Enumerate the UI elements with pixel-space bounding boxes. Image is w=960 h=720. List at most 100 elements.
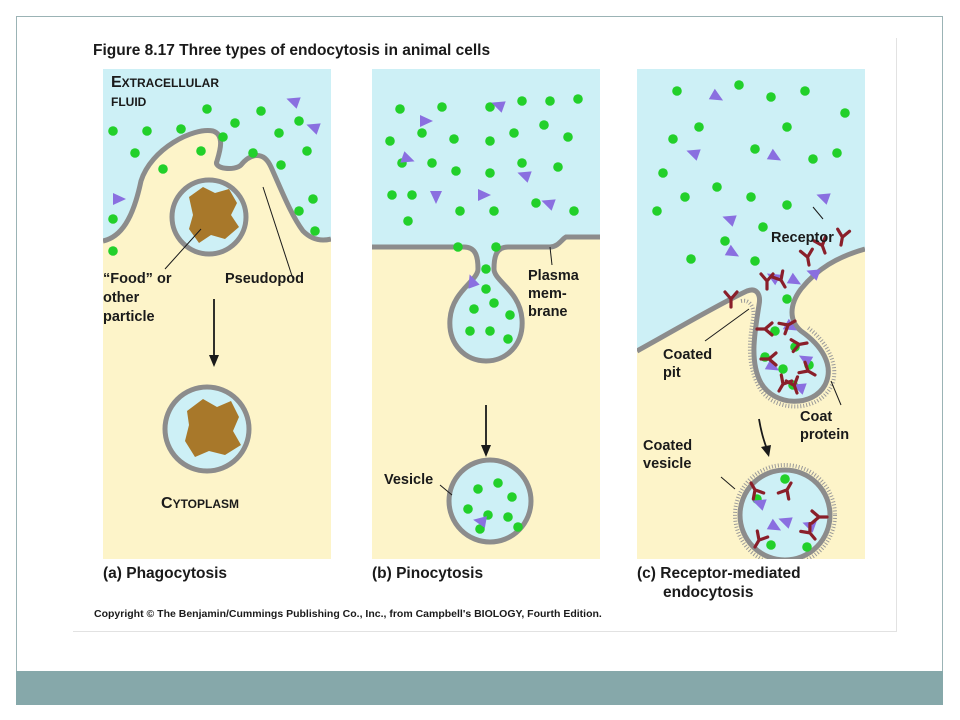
label-coat-protein-line2: protein [800, 427, 850, 443]
solute-particle [387, 190, 397, 200]
solute-particle [176, 124, 186, 134]
receptor-protein [755, 321, 774, 337]
label-food-particle-line2: other [103, 290, 140, 306]
solute-particle [437, 102, 447, 112]
solute-particle [503, 334, 513, 344]
plasma-membrane-a [103, 128, 331, 244]
solute-particle [680, 192, 690, 202]
solute-particle [668, 134, 678, 144]
ligand-molecule [491, 101, 506, 113]
solute-particle [417, 128, 427, 138]
solute-particle [782, 200, 792, 210]
ligand-molecule [478, 189, 491, 201]
label-extracellular-fluid-line2: FLUID [111, 95, 147, 109]
solute-particle [507, 492, 517, 502]
label-plasma-membrane-line2: mem- [528, 286, 567, 302]
receptor-protein [799, 522, 817, 541]
solute-particle [196, 146, 206, 156]
solute-particle [808, 154, 818, 164]
solute-particle [766, 540, 776, 550]
label-plasma-membrane-line3: brane [528, 304, 568, 320]
solute-particle [503, 512, 513, 522]
solute-particle [489, 206, 499, 216]
receptor-protein [789, 338, 809, 354]
label-coated-vesicle-line1: Coated [643, 438, 693, 454]
ligand-molecule [806, 269, 821, 281]
ligand-molecule [764, 358, 780, 371]
solute-particle [294, 116, 304, 126]
arrow-a-head [209, 355, 219, 367]
solute-particle [505, 310, 515, 320]
solute-particle [658, 168, 668, 178]
solute-particle [407, 190, 417, 200]
ligand-molecule [286, 97, 301, 109]
solute-particle [493, 478, 503, 488]
solute-particle [108, 126, 118, 136]
solute-particle [274, 128, 284, 138]
coat-protein-leader-line [830, 380, 842, 406]
solute-particle [553, 162, 563, 172]
solute-particle [545, 96, 555, 106]
ligand-molecule [686, 149, 701, 161]
coat-protein-layer [740, 298, 837, 409]
solute-particle [672, 86, 682, 96]
solute-particle [782, 294, 792, 304]
cytoplasm-area [103, 130, 331, 559]
plasma-membrane-b [372, 234, 600, 364]
receptor-protein [797, 360, 817, 377]
solute-particle [463, 504, 473, 514]
solute-particle [469, 304, 479, 314]
ligand-molecule [816, 193, 831, 205]
solute-particle [712, 182, 722, 192]
solute-particle [734, 80, 744, 90]
solute-particle [403, 216, 413, 226]
solute-particle [427, 158, 437, 168]
solute-particle [451, 166, 461, 176]
solute-particle [720, 236, 730, 246]
label-coated-vesicle-line2: vesicle [643, 456, 692, 472]
label-pseudopod: Pseudopod [225, 271, 304, 287]
solute-particle [130, 148, 140, 158]
solute-particle [517, 158, 527, 168]
ligand-molecule [400, 151, 415, 163]
solute-particle [758, 222, 768, 232]
solute-particle [517, 96, 527, 106]
solute-particle [453, 242, 463, 252]
solute-particle [481, 284, 491, 294]
ligand-molecule [541, 199, 556, 211]
solute-particle [485, 168, 495, 178]
solute-particle [310, 226, 320, 236]
receptor-protein [810, 509, 829, 525]
ligand-molecule [113, 193, 126, 205]
ligand-molecule [473, 516, 487, 528]
label-food-particle-line3: particle [103, 309, 155, 325]
ligand-molecule [766, 148, 782, 161]
copyright-notice: Copyright © The Benjamin/Cummings Publis… [94, 608, 602, 620]
coated-vesicle-coat [733, 463, 837, 559]
solute-particle [485, 326, 495, 336]
receptor-protein [776, 481, 793, 501]
label-vesicle: Vesicle [384, 472, 434, 488]
solute-particle [778, 364, 788, 374]
solute-particle [563, 132, 573, 142]
solute-particle [473, 484, 483, 494]
solute-particle [569, 206, 579, 216]
caption-pinocytosis: (b) Pinocytosis [372, 565, 484, 582]
solute-particle [782, 122, 792, 132]
solute-particle [276, 160, 286, 170]
receptor-protein [759, 272, 775, 291]
solute-particle [230, 118, 240, 128]
solute-particle [256, 106, 266, 116]
solute-particle [158, 164, 168, 174]
solute-particle [294, 206, 304, 216]
solute-particle [485, 102, 495, 112]
solute-particle [770, 326, 780, 336]
receptor-protein [836, 227, 852, 247]
solute-particle [539, 120, 549, 130]
solute-particle [202, 104, 212, 114]
label-cytoplasm: CYTOPLASM [161, 495, 240, 512]
label-coated-pit-line1: Coated [663, 347, 713, 363]
solute-particle [766, 92, 776, 102]
receptor-protein [723, 290, 739, 309]
ligand-molecule [786, 272, 802, 285]
